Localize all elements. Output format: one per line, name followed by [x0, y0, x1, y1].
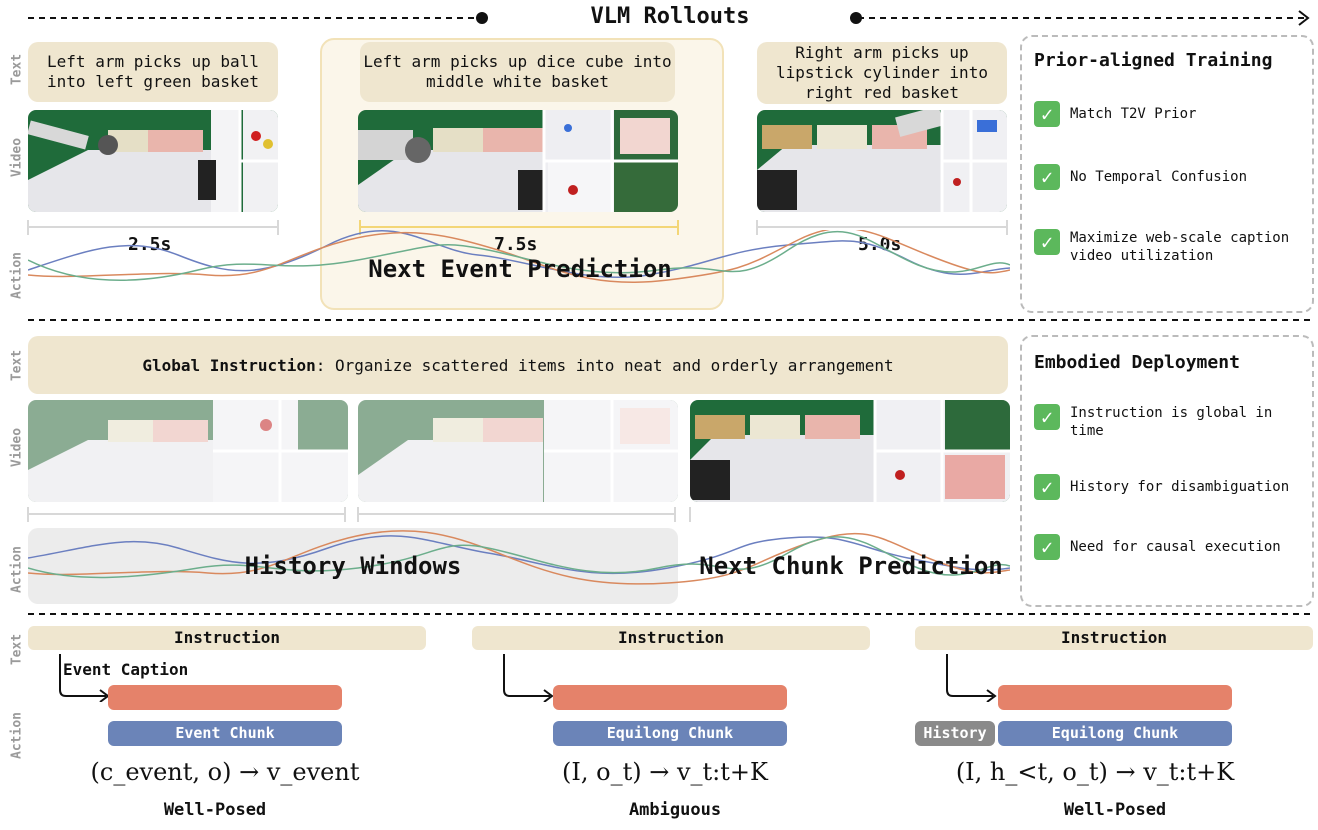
- check-icon: ✓: [1034, 534, 1060, 560]
- row-label-text: Text: [9, 53, 25, 86]
- global-instruction-text: : Organize scattered items into neat and…: [315, 355, 894, 375]
- equilong-chunk-bar-3: Equilong Chunk: [998, 721, 1232, 746]
- history-frame-2: [358, 400, 678, 502]
- caption-bar-2: [553, 685, 787, 710]
- window-brackets: [27, 507, 691, 522]
- check-icon: ✓: [1034, 404, 1060, 430]
- deploy-item-2: ✓History for disambiguation: [1034, 474, 1314, 500]
- arrow-2: [503, 654, 554, 702]
- row-label-video: Video: [9, 137, 25, 178]
- row-label-action-3: Action: [9, 712, 25, 759]
- duration-brackets: [27, 220, 1008, 235]
- video-frame-event-1: [28, 110, 278, 212]
- prior-aligned-panel: [1020, 35, 1314, 313]
- formula-1: (c_event, o) → v_event: [90, 758, 360, 786]
- next-chunk-prediction-label: Next Chunk Prediction: [699, 552, 1003, 580]
- event-chunk-bar: Event Chunk: [108, 721, 342, 746]
- instruction-bar-3: Instruction: [915, 626, 1313, 650]
- event-caption-label: Event Caption: [63, 660, 189, 679]
- verdict-3: Well-Posed: [1063, 800, 1167, 820]
- formula-2: (I, o_t) → v_t:t+K: [562, 758, 768, 786]
- prior-item-3: ✓Maximize web-scale caption video utiliz…: [1034, 229, 1306, 265]
- section-divider-1: [28, 319, 1310, 321]
- prior-item-1: ✓Match T2V Prior: [1034, 101, 1196, 127]
- section-divider-2: [28, 613, 1310, 615]
- history-frame-1: [28, 400, 348, 502]
- action-curves-rollout: [28, 230, 1010, 284]
- row-label-video-2: Video: [9, 427, 25, 468]
- check-icon: ✓: [1034, 101, 1060, 127]
- next-event-prediction-label: Next Event Prediction: [368, 255, 672, 283]
- equilong-chunk-bar-2: Equilong Chunk: [553, 721, 787, 746]
- global-instruction-prefix: Global Instruction: [142, 355, 316, 375]
- row-label-text-2: Text: [9, 349, 25, 382]
- prior-panel-title: Prior-aligned Training: [1034, 50, 1273, 71]
- event-caption-2: Left arm picks up dice cube into middle …: [360, 42, 675, 102]
- history-windows-label: History Windows: [244, 552, 462, 580]
- formula-3: (I, h_<t, o_t) → v_t:t+K: [955, 758, 1235, 786]
- check-icon: ✓: [1034, 164, 1060, 190]
- action-curves-deploy: [28, 530, 1010, 585]
- current-frame: [690, 400, 1010, 502]
- event-caption-1: Left arm picks up ball into left green b…: [28, 42, 278, 102]
- video-frame-event-2: [358, 110, 678, 212]
- row-label-action: Action: [9, 252, 25, 299]
- prior-item-2: ✓No Temporal Confusion: [1034, 164, 1247, 190]
- deploy-item-3: ✓Need for causal execution: [1034, 534, 1281, 560]
- row-label-text-3: Text: [9, 633, 25, 666]
- event-caption-bar: [108, 685, 342, 710]
- check-icon: ✓: [1034, 229, 1060, 255]
- caption-bar-3: [998, 685, 1232, 710]
- video-frame-event-3: [757, 110, 1007, 212]
- deploy-item-1: ✓Instruction is global in time: [1034, 404, 1306, 440]
- event-caption-3: Right arm picks up lipstick cylinder int…: [757, 42, 1007, 104]
- page-title: VLM Rollouts: [590, 4, 750, 29]
- deploy-panel-title: Embodied Deployment: [1034, 352, 1240, 373]
- duration-label-2: 7.5s: [494, 234, 538, 255]
- check-icon: ✓: [1034, 474, 1060, 500]
- history-chip: History: [915, 721, 995, 746]
- instruction-bar-1: Instruction: [28, 626, 426, 650]
- global-instruction-box: Global Instruction: Organize scattered i…: [28, 336, 1008, 394]
- verdict-2: Ambiguous: [628, 800, 722, 820]
- header-arrow: [28, 10, 1310, 26]
- row-label-action-2: Action: [9, 546, 25, 593]
- verdict-1: Well-Posed: [163, 800, 267, 820]
- instruction-bar-2: Instruction: [472, 626, 870, 650]
- arrow-3: [946, 654, 997, 702]
- embodied-deployment-panel: [1020, 335, 1314, 607]
